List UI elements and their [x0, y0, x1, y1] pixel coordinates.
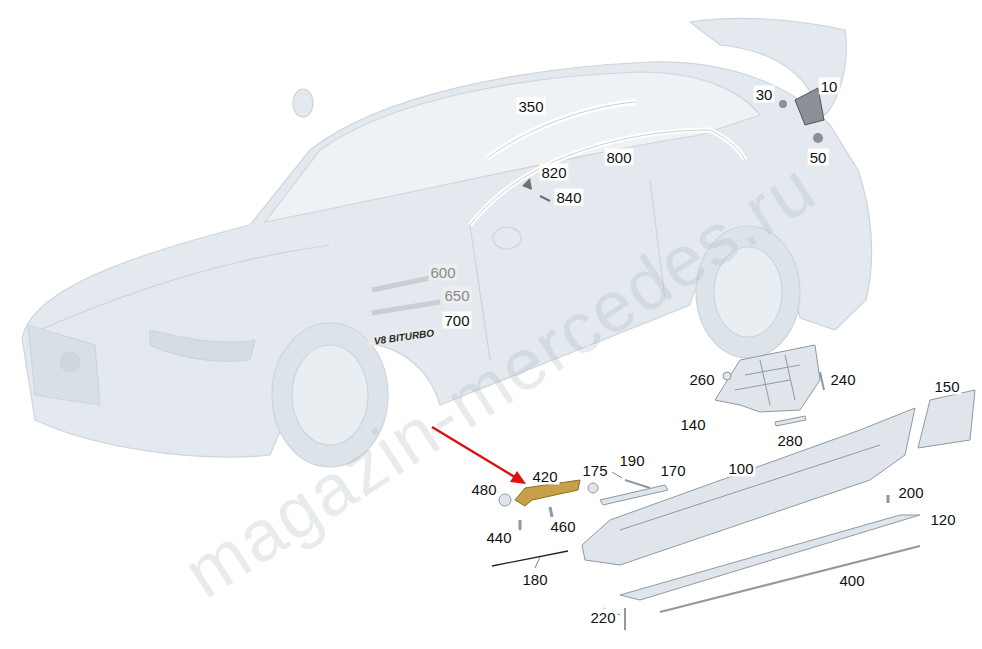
- callout-number: 170: [658, 462, 687, 479]
- callout-number: 100: [726, 460, 755, 477]
- callout-number: 280: [775, 432, 804, 449]
- callout-number: 175: [580, 462, 609, 479]
- watermark: magazin-mercedes.ru: [186, 172, 814, 588]
- badge-text: V8 BITURBO: [371, 324, 437, 350]
- callout-number: 460: [548, 518, 577, 535]
- callout-number: 240: [828, 371, 857, 388]
- callout-number: 480: [469, 481, 498, 498]
- callout-number: 200: [896, 484, 925, 501]
- callout-number: 180: [520, 571, 549, 588]
- callout-number: 350: [516, 98, 545, 115]
- callout-number: 840: [554, 189, 583, 206]
- callout-number: 150: [932, 378, 961, 395]
- callout-number: 260: [687, 371, 716, 388]
- callout-number: 440: [484, 529, 513, 546]
- callout-number: 50: [808, 149, 829, 166]
- callout-number: 420: [530, 468, 559, 485]
- callout-number: 400: [837, 572, 866, 589]
- callout-number: 700: [442, 312, 471, 329]
- callout-number: 120: [928, 511, 957, 528]
- callout-number: 10: [819, 78, 840, 95]
- callout-number: 30: [754, 86, 775, 103]
- callout-number: 820: [539, 164, 568, 181]
- callout-number: 190: [617, 452, 646, 469]
- callout-number: 650: [442, 287, 471, 304]
- callout-number: 600: [428, 264, 457, 281]
- callout-number: 220: [588, 609, 617, 626]
- callout-number: 800: [604, 149, 633, 166]
- callout-number: 140: [678, 416, 707, 433]
